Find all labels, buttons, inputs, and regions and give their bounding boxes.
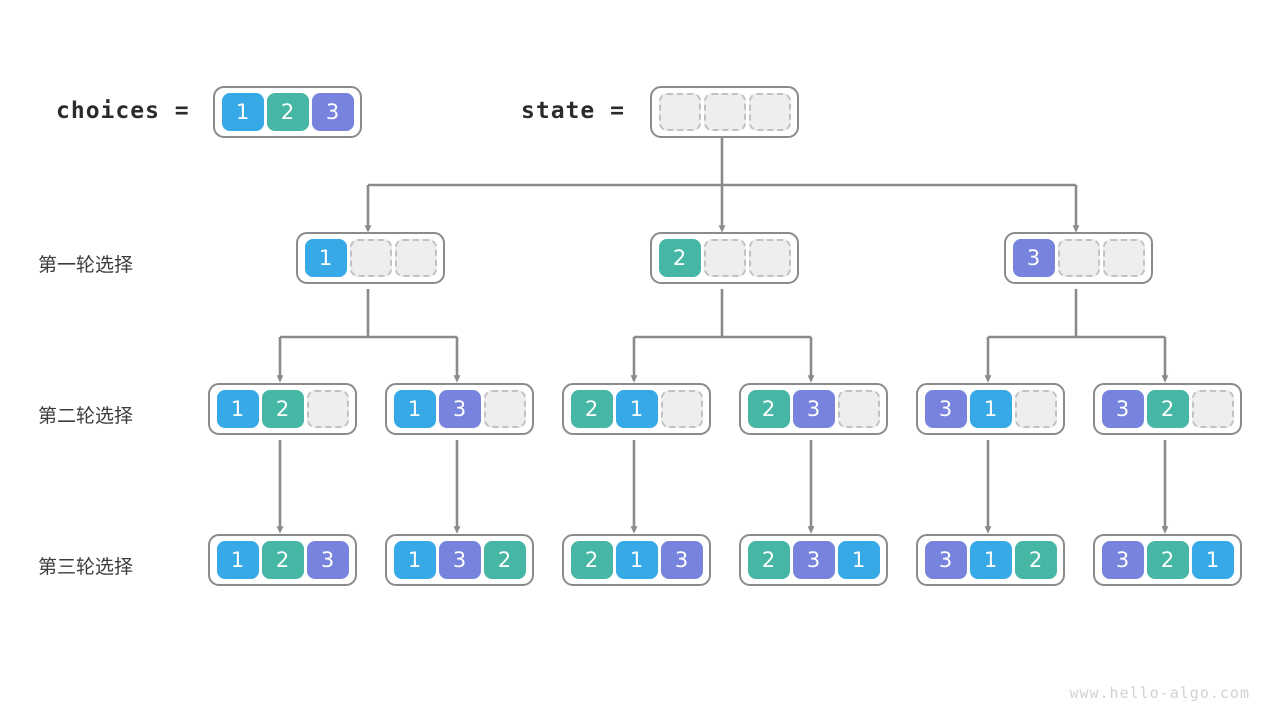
watermark: www.hello-algo.com [1069, 684, 1250, 702]
level2-node-6-cell-2-empty [1191, 390, 1234, 428]
level1-node-2-cell-1-empty [703, 239, 746, 277]
level2-node-6-cell-0: 3 [1101, 390, 1144, 428]
choices-label: choices = [56, 98, 190, 124]
level2-node-4-cell-2-empty [837, 390, 880, 428]
level2-node-5-cell-2-empty [1014, 390, 1057, 428]
level3-node-3-cell-2: 3 [660, 541, 703, 579]
level3-node-1-cell-0: 1 [216, 541, 259, 579]
state-array [650, 86, 799, 138]
level3-node-6-cell-0: 3 [1101, 541, 1144, 579]
level1-node-2: 2 [650, 232, 799, 284]
level1-node-3-cell-1-empty [1057, 239, 1100, 277]
state-label: state = [521, 98, 625, 124]
level1-node-2-cell-2-empty [748, 239, 791, 277]
level2-node-2-cell-1: 3 [438, 390, 481, 428]
choices-cell-2: 3 [311, 93, 354, 131]
level3-node-4-cell-1: 3 [792, 541, 835, 579]
level1-node-3-cell-0: 3 [1012, 239, 1055, 277]
level3-node-3-cell-1: 1 [615, 541, 658, 579]
level3-node-1-cell-2: 3 [306, 541, 349, 579]
level1-node-1: 1 [296, 232, 445, 284]
level1-node-3: 3 [1004, 232, 1153, 284]
level1-node-1-cell-2-empty [394, 239, 437, 277]
row-label-level1: 第一轮选择 [38, 254, 134, 276]
level3-node-5-cell-0: 3 [924, 541, 967, 579]
choices-cell-0: 1 [221, 93, 264, 131]
level1-node-3-cell-2-empty [1102, 239, 1145, 277]
level2-node-3-cell-0: 2 [570, 390, 613, 428]
level3-node-6-cell-2: 1 [1191, 541, 1234, 579]
level2-node-4-cell-1: 3 [792, 390, 835, 428]
level2-node-3-cell-2-empty [660, 390, 703, 428]
level2-node-1-cell-2-empty [306, 390, 349, 428]
level2-node-1-cell-1: 2 [261, 390, 304, 428]
level3-node-6-cell-1: 2 [1146, 541, 1189, 579]
level3-node-1-cell-1: 2 [261, 541, 304, 579]
level3-node-5-cell-1: 1 [969, 541, 1012, 579]
level1-node-1-cell-1-empty [349, 239, 392, 277]
level1-node-1-cell-0: 1 [304, 239, 347, 277]
level3-node-2-cell-1: 3 [438, 541, 481, 579]
level3-node-5-cell-2: 2 [1014, 541, 1057, 579]
level2-node-6-cell-1: 2 [1146, 390, 1189, 428]
level2-node-3-cell-1: 1 [615, 390, 658, 428]
level2-node-2-cell-2-empty [483, 390, 526, 428]
level2-node-5-cell-1: 1 [969, 390, 1012, 428]
level3-node-4-cell-2: 1 [837, 541, 880, 579]
row-label-level2: 第二轮选择 [38, 405, 134, 427]
level2-node-2-cell-0: 1 [393, 390, 436, 428]
state-cell-1-empty [703, 93, 746, 131]
level3-node-3-cell-0: 2 [570, 541, 613, 579]
state-cell-2-empty [748, 93, 791, 131]
level3-node-4-cell-0: 2 [747, 541, 790, 579]
level1-node-2-cell-0: 2 [658, 239, 701, 277]
state-cell-0-empty [658, 93, 701, 131]
level3-node-2-cell-0: 1 [393, 541, 436, 579]
level2-node-1-cell-0: 1 [216, 390, 259, 428]
level3-node-2-cell-2: 2 [483, 541, 526, 579]
choices-cell-1: 2 [266, 93, 309, 131]
level2-node-5-cell-0: 3 [924, 390, 967, 428]
row-label-level3: 第三轮选择 [38, 556, 134, 578]
level2-node-4-cell-0: 2 [747, 390, 790, 428]
